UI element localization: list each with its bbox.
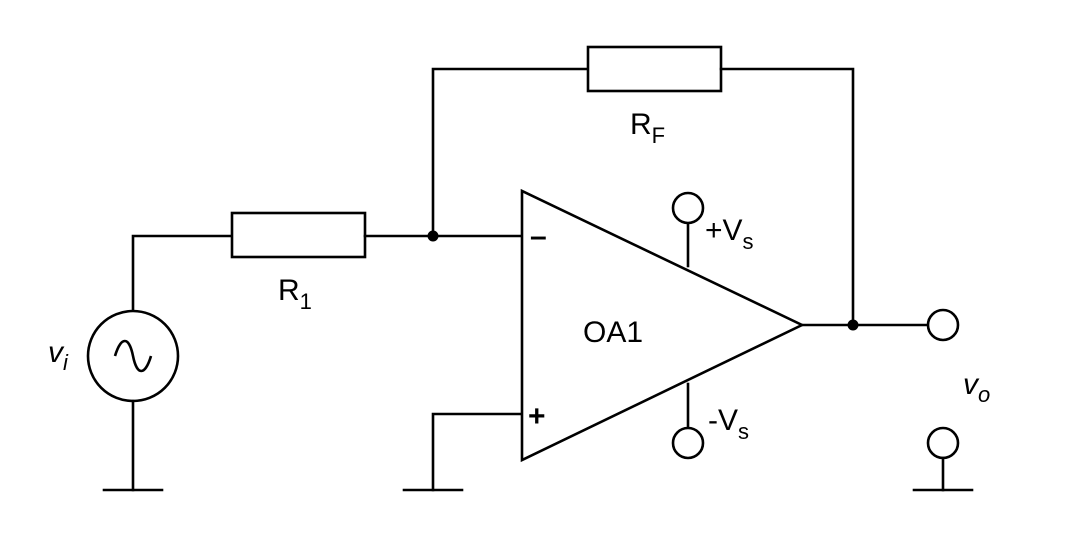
terminal-icon-vo-bottom: [926, 426, 960, 460]
sine-wave-icon: [113, 339, 153, 373]
wire-feedback-right: [719, 67, 855, 327]
vi-label: vi: [48, 336, 69, 375]
rf-label: RF: [630, 108, 665, 148]
terminal-icon-vplus: [671, 191, 705, 225]
terminal-icon-vminus: [671, 426, 705, 460]
wire-feedback-left: [431, 67, 590, 238]
input-source: [86, 234, 234, 492]
resistor-r1: [230, 211, 367, 259]
r1-label: R1: [278, 274, 312, 314]
wire-source-top: [131, 234, 234, 312]
wire-noninverting-ground: [431, 412, 524, 492]
vo-label: vo: [963, 368, 990, 407]
noninverting-input-sign: +: [528, 400, 546, 433]
vminus-label: -Vs: [708, 404, 749, 444]
op-amp-icon: [520, 188, 806, 463]
inverting-input-sign: –: [530, 220, 547, 253]
junction-output: [847, 319, 859, 331]
opamp-label: OA1: [583, 316, 643, 349]
resistor-rf: [586, 45, 723, 93]
vplus-label: +Vs: [705, 214, 754, 254]
terminal-icon-vo-top: [926, 308, 960, 342]
